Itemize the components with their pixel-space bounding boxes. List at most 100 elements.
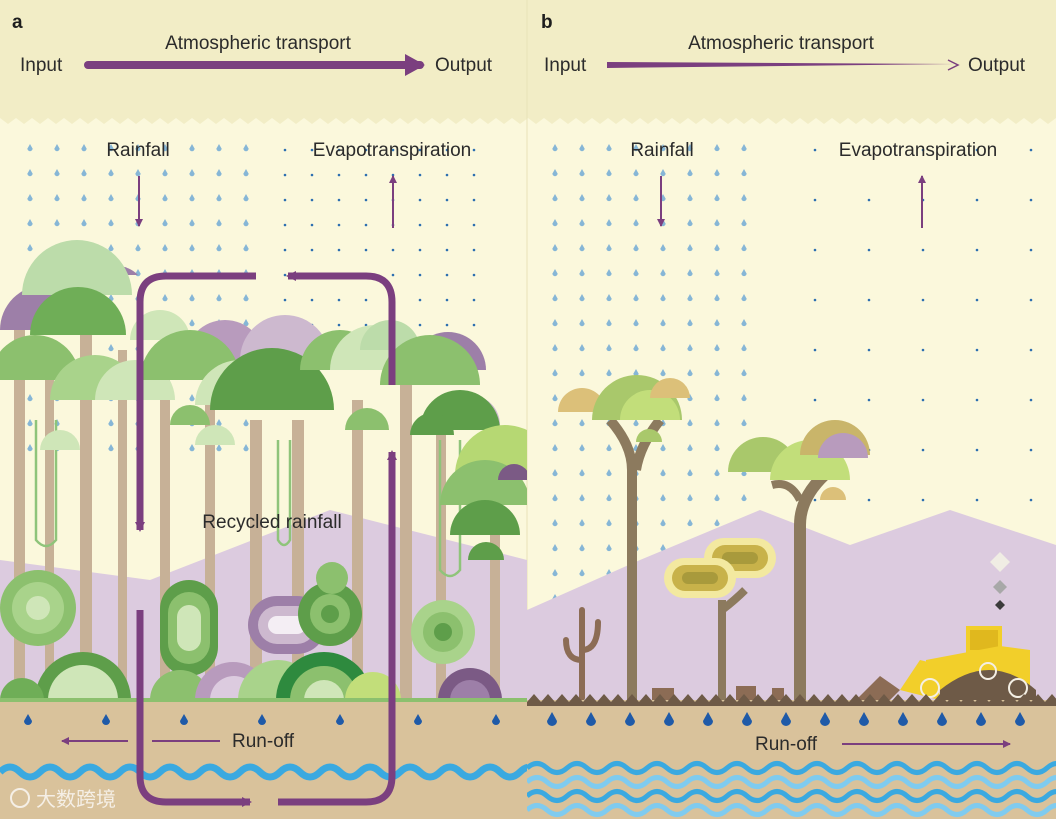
raindrop-icon <box>216 244 222 252</box>
vapor-dot <box>813 398 817 402</box>
raindrop-icon <box>81 144 87 152</box>
vapor-dot <box>283 298 287 302</box>
raindrop-icon <box>27 394 33 402</box>
raindrop-icon <box>135 169 141 177</box>
runoff-drop-icon <box>586 712 596 726</box>
raindrop-icon <box>714 369 720 377</box>
raindrop-icon <box>714 469 720 477</box>
vapor-dot <box>445 148 449 152</box>
vapor-dot <box>813 498 817 502</box>
vapor-dot <box>283 173 287 177</box>
raindrop-icon <box>135 144 141 152</box>
raindrop-icon <box>660 144 666 152</box>
raindrop-icon <box>741 194 747 202</box>
runoff-drop-icon <box>703 712 713 726</box>
vapor-dot <box>1029 398 1033 402</box>
panel-b-scene <box>527 144 1056 819</box>
raindrop-icon <box>243 444 249 452</box>
raindrop-icon <box>579 344 585 352</box>
raindrop-icon <box>552 469 558 477</box>
vapor-dot <box>337 198 341 202</box>
raindrop-icon <box>552 319 558 327</box>
raindrop-icon <box>606 269 612 277</box>
raindrop-icon <box>606 344 612 352</box>
raindrop-icon <box>27 219 33 227</box>
raindrop-icon <box>606 494 612 502</box>
raindrop-icon <box>687 469 693 477</box>
raindrop-icon <box>108 169 114 177</box>
vapor-dot <box>310 148 314 152</box>
vapor-dot <box>921 298 925 302</box>
raindrop-icon <box>660 494 666 502</box>
vapor-dot <box>283 198 287 202</box>
vapor-dot <box>418 323 422 327</box>
runoff-drops-a <box>24 714 500 725</box>
raindrop-icon <box>552 144 558 152</box>
vapor-dot <box>418 298 422 302</box>
raindrop-icon <box>216 444 222 452</box>
raindrop-icon <box>687 419 693 427</box>
raindrop-icon <box>633 244 639 252</box>
vapor-dot <box>337 298 341 302</box>
raindrop-icon <box>687 519 693 527</box>
runoff-drop-icon <box>781 712 791 726</box>
panel-b-evapotranspiration-label: Evapotranspiration <box>839 140 997 161</box>
raindrop-icon <box>579 144 585 152</box>
panel-a-transport-label: Atmospheric transport <box>165 33 352 54</box>
raindrop-icon <box>189 394 195 402</box>
raindrop-icon <box>579 169 585 177</box>
tree-b2 <box>728 420 870 700</box>
raindrop-icon <box>189 244 195 252</box>
vapor-dot <box>921 498 925 502</box>
raindrop-icon <box>714 194 720 202</box>
raindrop-icon <box>552 294 558 302</box>
raindrop-icon <box>243 319 249 327</box>
panel-a-transport-arrowhead <box>405 54 425 76</box>
raindrop-icon <box>633 419 639 427</box>
raindrop-icon <box>189 169 195 177</box>
runoff-drop-icon <box>625 712 635 726</box>
raindrop-icon <box>189 219 195 227</box>
raindrop-icon <box>243 244 249 252</box>
panel-a-output-label: Output <box>435 55 493 76</box>
runoff-drops-b <box>547 712 1025 726</box>
runoff-drop-icon <box>547 712 557 726</box>
raindrop-icon <box>714 394 720 402</box>
raindrop-icon <box>606 444 612 452</box>
raindrop-icon <box>687 444 693 452</box>
raindrop-icon <box>714 244 720 252</box>
vapor-dot <box>364 298 368 302</box>
raindrop-icon <box>579 419 585 427</box>
raindrop-icon <box>741 219 747 227</box>
raindrop-icon <box>189 319 195 327</box>
panel-b-rainfall-label: Rainfall <box>630 140 693 161</box>
raindrop-icon <box>687 369 693 377</box>
raindrop-icon <box>606 194 612 202</box>
ground-line-b <box>527 694 1056 706</box>
runoff-drop-icon <box>1015 712 1025 726</box>
raindrop-icon <box>606 169 612 177</box>
raindrop-icon <box>552 519 558 527</box>
raindrop-icon <box>660 244 666 252</box>
vapor-dot <box>867 498 871 502</box>
raindrop-icon <box>579 194 585 202</box>
vapor-dot <box>867 198 871 202</box>
raindrop-icon <box>660 369 666 377</box>
river-wave-b <box>527 803 1056 817</box>
raindrop-icon <box>741 169 747 177</box>
vapor-dot <box>391 173 395 177</box>
raindrop-icon <box>579 444 585 452</box>
raindrop-icon <box>579 469 585 477</box>
raindrop-icon <box>633 144 639 152</box>
vapor-dot <box>1029 498 1033 502</box>
canopy-mid-a <box>0 240 527 560</box>
header-band <box>0 0 1056 124</box>
panel-b-input-label: Input <box>544 55 587 76</box>
raindrop-icon <box>687 319 693 327</box>
vapor-dot <box>975 298 979 302</box>
vapor-dot <box>364 198 368 202</box>
tree-b3 <box>664 538 776 700</box>
raindrop-icon <box>741 469 747 477</box>
vapor-dot <box>813 148 817 152</box>
raindrop-icon <box>741 419 747 427</box>
